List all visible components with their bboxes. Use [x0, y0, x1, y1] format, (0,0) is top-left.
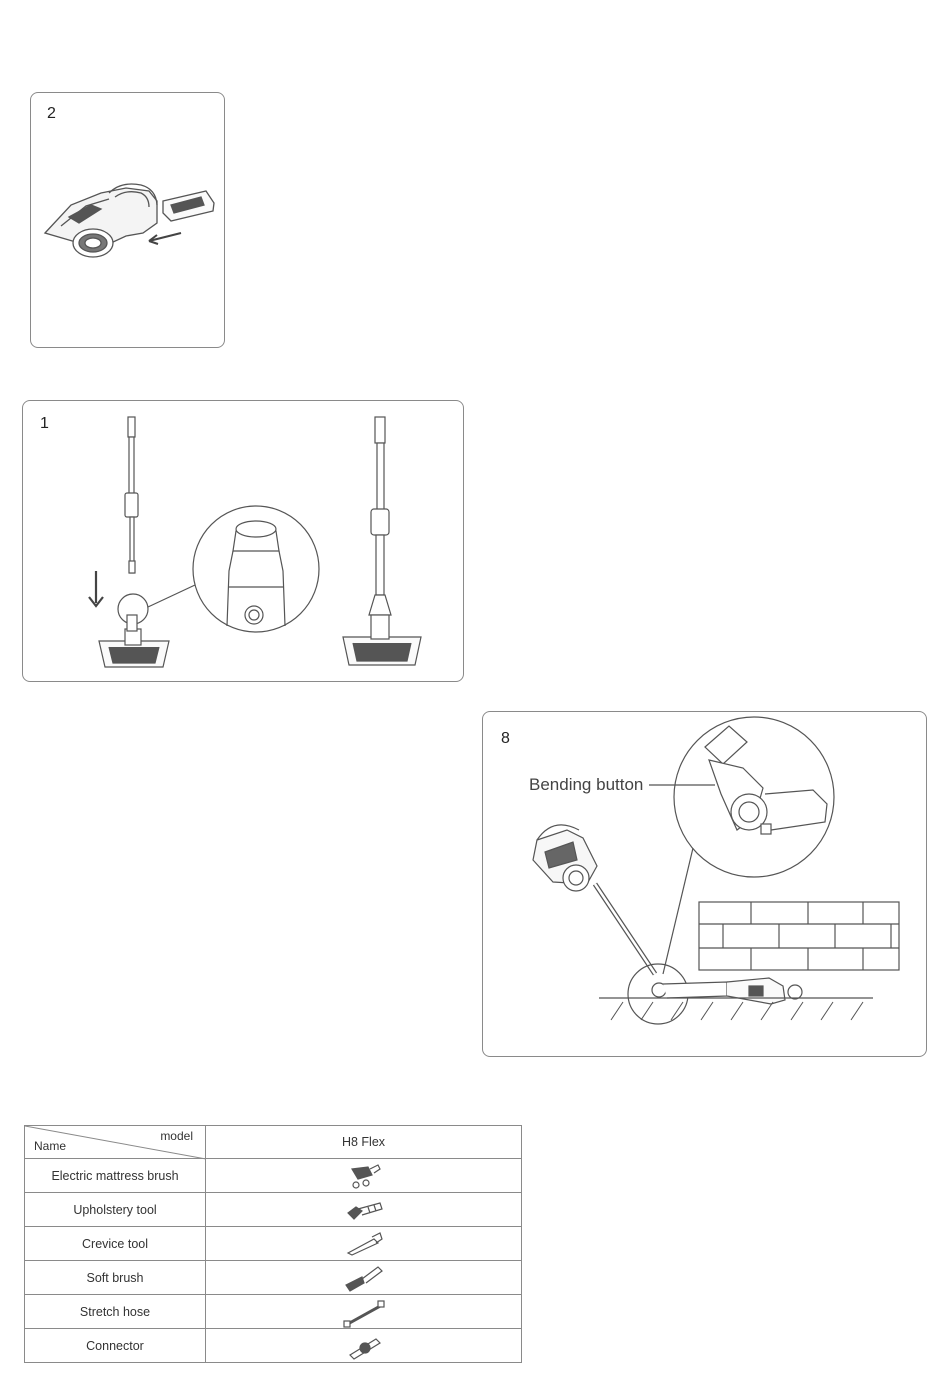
step-8-panel: 8 Bending button [482, 711, 927, 1057]
row-icon-cell [206, 1295, 522, 1329]
row-icon-cell [206, 1159, 522, 1193]
row-icon-cell [206, 1227, 522, 1261]
bending-vacuum-illustration [483, 712, 928, 1058]
upholstery-tool-icon [334, 1195, 394, 1225]
row-icon-cell [206, 1261, 522, 1295]
accessory-table: Name model H8 Flex Electric mattress bru… [24, 1125, 522, 1363]
table-row: Connector [25, 1329, 522, 1363]
row-name: Stretch hose [25, 1295, 206, 1329]
row-name: Electric mattress brush [25, 1159, 206, 1193]
row-icon-cell [206, 1329, 522, 1363]
handheld-vacuum-illustration [31, 93, 226, 349]
table-row: Upholstery tool [25, 1193, 522, 1227]
connector-icon [334, 1331, 394, 1361]
header-name: Name [34, 1139, 66, 1153]
row-name: Connector [25, 1329, 206, 1363]
tube-assembly-illustration [23, 401, 465, 683]
row-name: Soft brush [25, 1261, 206, 1295]
table-row: Crevice tool [25, 1227, 522, 1261]
crevice-tool-icon [334, 1229, 394, 1259]
soft-brush-icon [334, 1263, 394, 1293]
header-diagonal-cell: Name model [25, 1126, 206, 1159]
mattress-brush-icon [334, 1161, 394, 1191]
table-row: Soft brush [25, 1261, 522, 1295]
header-model: model [160, 1129, 193, 1143]
table-row: Electric mattress brush [25, 1159, 522, 1193]
row-name: Crevice tool [25, 1227, 206, 1261]
table-row: Stretch hose [25, 1295, 522, 1329]
row-icon-cell [206, 1193, 522, 1227]
step-1-panel: 1 [22, 400, 464, 682]
header-model-value: H8 Flex [206, 1126, 522, 1159]
table-header-row: Name model H8 Flex [25, 1126, 522, 1159]
stretch-hose-icon [334, 1297, 394, 1327]
row-name: Upholstery tool [25, 1193, 206, 1227]
step-2-panel: 2 [30, 92, 225, 348]
